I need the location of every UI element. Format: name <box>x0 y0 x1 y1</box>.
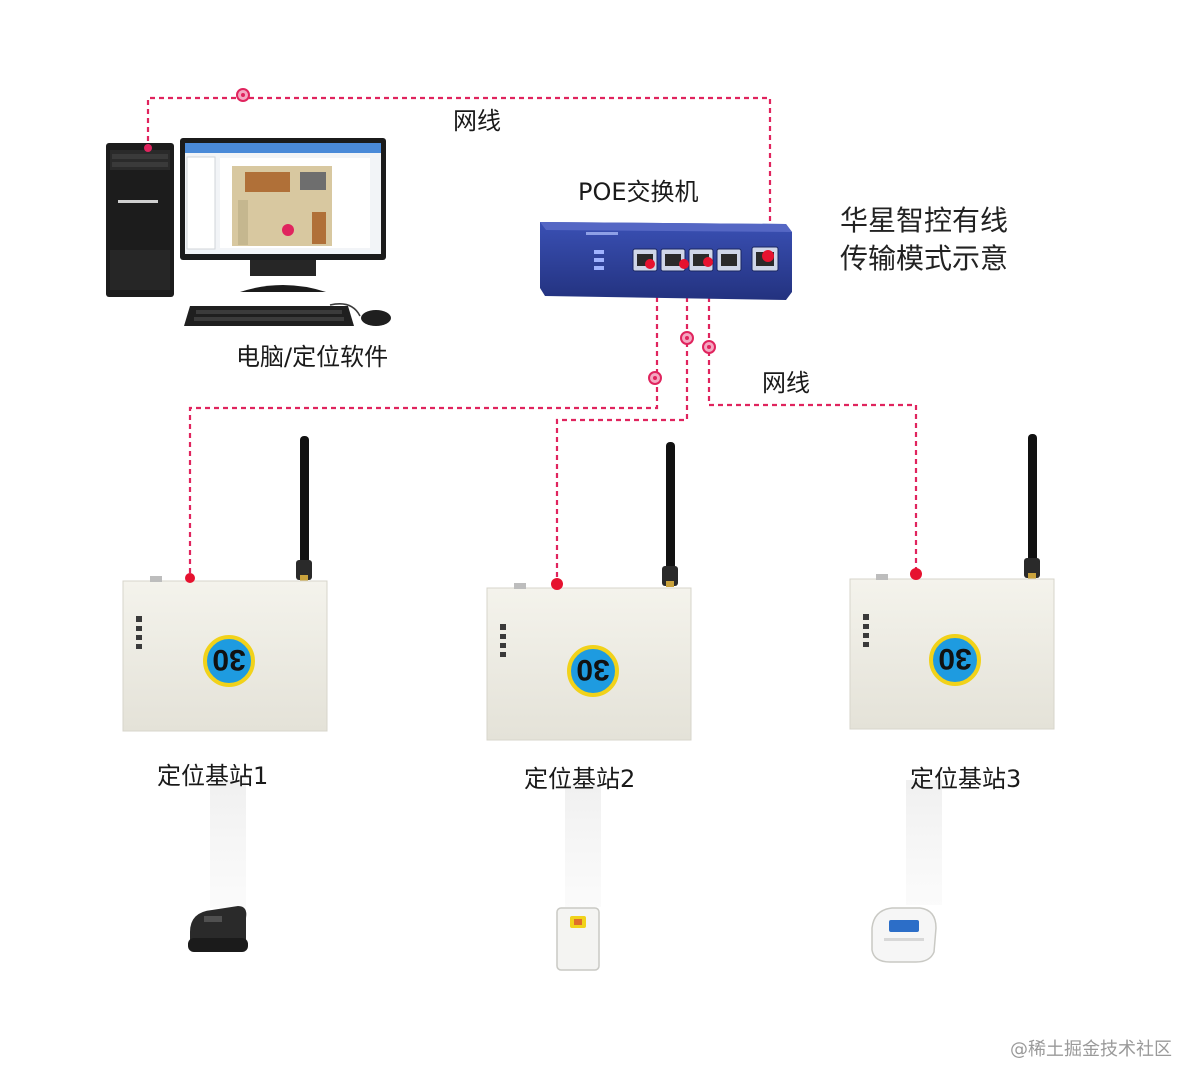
cable-pc-to-switch <box>146 96 772 248</box>
cable-to-station-3 <box>707 270 918 572</box>
station-2-badge-text: 30 <box>576 653 609 686</box>
station-2-antenna-icon <box>662 442 678 587</box>
station-3-antenna-icon <box>1024 434 1040 579</box>
station-3-signal-beam <box>906 780 942 905</box>
station-3-badge-text: 30 <box>938 642 971 675</box>
mouse-icon <box>329 303 391 326</box>
station-2-signal-beam <box>565 785 601 907</box>
keyboard-icon <box>184 306 354 326</box>
station-1-label: 定位基站1 <box>157 762 269 790</box>
cable-label-right: 网线 <box>762 369 810 397</box>
station-1-signal-beam <box>210 780 246 908</box>
computer-tower-icon <box>106 143 174 297</box>
station-2-badge: 30 <box>567 645 619 697</box>
tag-1-icon <box>188 906 248 952</box>
station-1-badge-text: 30 <box>212 643 245 676</box>
cable-connector-icon <box>648 371 662 385</box>
computer-label: 电脑/定位软件 <box>236 343 389 371</box>
switch-label: POE交换机 <box>578 178 699 206</box>
station-1-badge: 30 <box>203 635 255 687</box>
diagram-title-line1: 华星智控有线 <box>840 204 1009 237</box>
cable-connector-icon <box>702 340 716 354</box>
cable-label-top: 网线 <box>453 107 501 135</box>
diagram-title-line2: 传输模式示意 <box>840 242 1009 275</box>
cable-connector-icon <box>236 88 250 102</box>
tag-3-icon <box>871 907 937 963</box>
station-1-antenna-icon <box>296 436 312 581</box>
station-3-badge: 30 <box>929 634 981 686</box>
monitor-icon <box>180 138 386 292</box>
cable-connector-icon <box>680 331 694 345</box>
cable-to-station-1 <box>188 270 659 578</box>
tag-2-icon <box>556 907 600 971</box>
poe-switch-icon <box>540 222 792 300</box>
station-2-label: 定位基站2 <box>524 765 636 793</box>
watermark: @稀土掘金技术社区 <box>1010 1039 1172 1060</box>
station-3-label: 定位基站3 <box>910 765 1022 793</box>
